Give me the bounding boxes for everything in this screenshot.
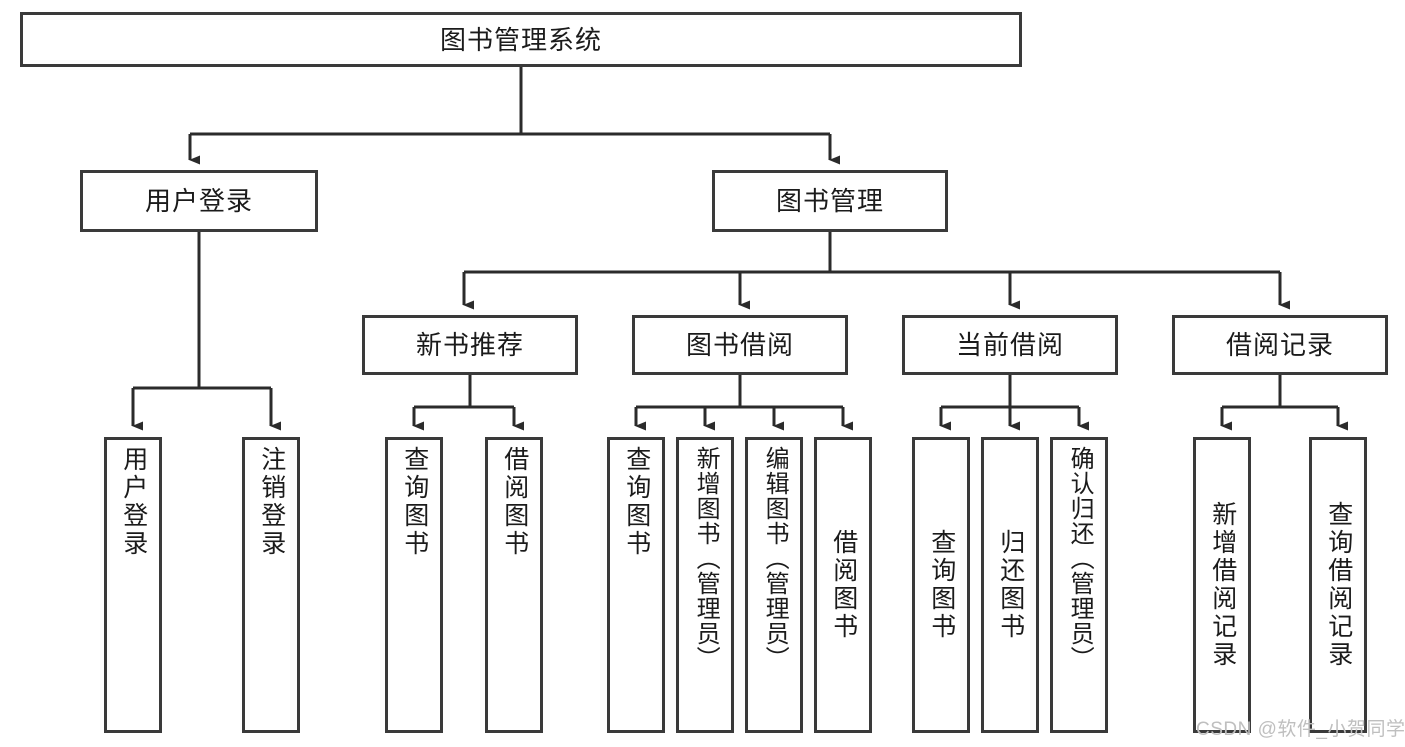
- node-current-borrow[interactable]: 当前借阅: [902, 315, 1118, 375]
- node-book-management[interactable]: 图书管理: [712, 170, 948, 232]
- node-label: 新增图书（管理员）: [692, 446, 720, 671]
- node-label: 图书管理: [775, 186, 884, 216]
- watermark-csdn: CSDN @软件_小贺同学: [1196, 719, 1405, 740]
- node-borrow-record[interactable]: 借阅记录: [1172, 315, 1388, 375]
- leaf-current-borrow-confirm-return-admin[interactable]: 确认归还（管理员）: [1050, 437, 1108, 733]
- leaf-user-login-login[interactable]: 用户登录: [104, 437, 162, 733]
- node-label: 确认归还（管理员）: [1066, 446, 1094, 671]
- node-new-book-recommend[interactable]: 新书推荐: [362, 315, 578, 375]
- leaf-borrow-record-query-record[interactable]: 查询借阅记录: [1309, 437, 1367, 733]
- node-label: 图书管理系统: [439, 24, 602, 55]
- leaf-new-book-borrow-book[interactable]: 借阅图书: [485, 437, 543, 733]
- node-label: 用户登录: [144, 186, 253, 216]
- node-user-login[interactable]: 用户登录: [80, 170, 318, 232]
- node-label: 借阅图书: [829, 529, 858, 641]
- node-label: 借阅图书: [500, 446, 529, 558]
- node-label: 图书借阅: [685, 330, 794, 360]
- leaf-book-borrow-borrow-book[interactable]: 借阅图书: [814, 437, 872, 733]
- leaf-new-book-query-book[interactable]: 查询图书: [385, 437, 443, 733]
- node-label: 查询图书: [622, 446, 651, 558]
- node-book-borrow[interactable]: 图书借阅: [632, 315, 848, 375]
- node-label: 用户登录: [119, 446, 148, 558]
- leaf-book-borrow-add-book-admin[interactable]: 新增图书（管理员）: [676, 437, 734, 733]
- node-label: 借阅记录: [1225, 330, 1334, 360]
- node-label: 查询借阅记录: [1324, 501, 1353, 669]
- node-label: 注销登录: [257, 446, 286, 558]
- leaf-book-borrow-edit-book-admin[interactable]: 编辑图书（管理员）: [745, 437, 803, 733]
- node-label: 新书推荐: [415, 330, 524, 360]
- node-label: 归还图书: [996, 529, 1025, 641]
- node-label: 当前借阅: [955, 330, 1064, 360]
- node-root-book-management-system[interactable]: 图书管理系统: [20, 12, 1022, 67]
- leaf-borrow-record-add-record[interactable]: 新增借阅记录: [1193, 437, 1251, 733]
- node-label: 查询图书: [400, 446, 429, 558]
- leaf-current-borrow-query-book[interactable]: 查询图书: [912, 437, 970, 733]
- node-label: 查询图书: [927, 529, 956, 641]
- node-label: 新增借阅记录: [1208, 501, 1237, 669]
- leaf-user-login-logout[interactable]: 注销登录: [242, 437, 300, 733]
- leaf-current-borrow-return-book[interactable]: 归还图书: [981, 437, 1039, 733]
- node-label: 编辑图书（管理员）: [761, 446, 789, 671]
- leaf-book-borrow-query-book[interactable]: 查询图书: [607, 437, 665, 733]
